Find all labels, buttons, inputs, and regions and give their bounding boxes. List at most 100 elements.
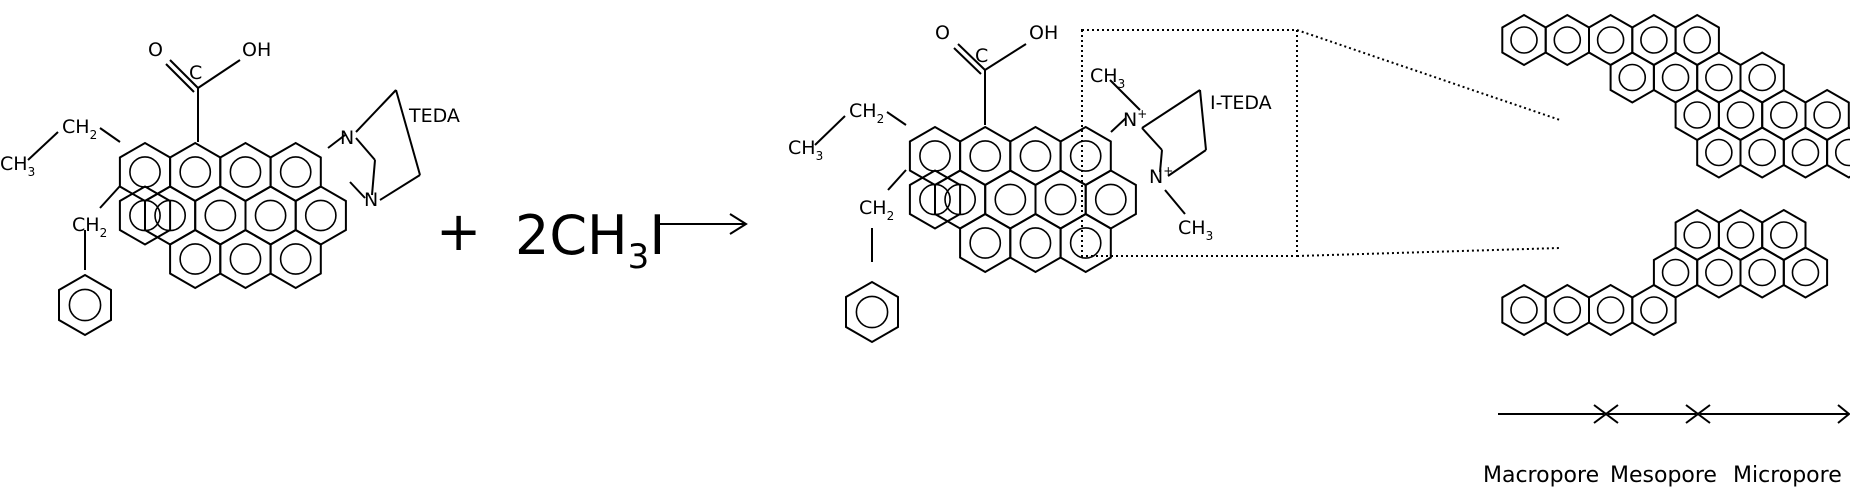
iteda-bond-5 (1159, 149, 1163, 173)
reactant-ch3: CH3 (0, 153, 35, 179)
reactant-n-bond-2 (349, 181, 366, 199)
aromatic-circle (1748, 258, 1776, 287)
aromatic-circle (1748, 138, 1776, 167)
product-co-double-2 (953, 47, 982, 75)
micropore-label: Micropore (1733, 463, 1842, 488)
reaction-arrow-head (729, 213, 748, 235)
aromatic-circle (1791, 138, 1820, 167)
product-carboxyl-c: C (975, 45, 988, 67)
pore-labels: Macropore Mesopore Micropore (1483, 463, 1842, 488)
aromatic-circle (229, 156, 262, 188)
aromatic-circle (1510, 26, 1538, 54)
aromatic-circle (304, 199, 337, 232)
teda-label: TEDA (408, 105, 460, 127)
aromatic-circle (179, 243, 212, 275)
aromatic-circle (1705, 63, 1733, 92)
hexagon-ring (118, 141, 172, 203)
aromatic-circle (179, 156, 212, 188)
aromatic-circle (994, 183, 1027, 216)
product-ch2-bottom-bond (887, 169, 907, 191)
hexagon-ring (169, 228, 222, 290)
reactant-ch2-bottom-bond (99, 185, 121, 209)
product-labels: O C OH CH2 CH3 CH2 N+ N+ CH3 CH3 I-TEDA (788, 22, 1272, 243)
hexagon-ring (959, 212, 1012, 274)
reactant-n-top: N (340, 127, 354, 149)
aromatic-circle (279, 243, 312, 275)
hexagon-ring (984, 169, 1037, 230)
aromatic-circle (1069, 140, 1102, 172)
aromatic-circle (1770, 101, 1798, 129)
product-carbonyl-o: O (935, 22, 950, 44)
product-ch2-top: CH2 (849, 100, 884, 126)
teda-bond-2 (395, 89, 421, 176)
graphene-ring (1739, 246, 1785, 299)
aromatic-circle (204, 199, 237, 232)
hexagon-ring (244, 185, 297, 246)
hexagon-ring (194, 185, 247, 246)
aromatic-circle (919, 140, 951, 172)
graphene-ring (1717, 88, 1764, 142)
aromatic-circle (1770, 221, 1798, 249)
aromatic-circle (969, 227, 1002, 259)
bond-lines (27, 43, 1207, 270)
reactant-ch2-top: CH2 (62, 116, 97, 142)
aromatic-circle (129, 199, 161, 232)
aromatic-circle (1683, 221, 1712, 249)
reactant-benzene-ring (58, 273, 112, 337)
aromatic-circle (1661, 258, 1690, 287)
aromatic-circle (1705, 258, 1733, 287)
aromatic-circle (1726, 221, 1755, 249)
product-methyl-top: CH3 (1090, 65, 1125, 91)
aromatic-circle (1044, 183, 1077, 216)
hexagon-ring (908, 169, 962, 230)
graphene-ring (1804, 88, 1850, 142)
hexagon-ring (219, 141, 272, 203)
aromatic-circle (1019, 227, 1052, 259)
reactant-coh-bond (197, 59, 241, 89)
reactant-ch2-bottom: CH2 (72, 214, 107, 240)
macropore-label: Macropore (1483, 463, 1599, 488)
hexagon-ring (1084, 169, 1137, 230)
aromatic-circle (969, 140, 1002, 172)
graphene-ring (1674, 88, 1720, 142)
hexagon-ring (1059, 125, 1112, 187)
aromatic-circle (279, 156, 312, 188)
zoom-line-top (1296, 29, 1561, 121)
zoom-line-bottom (1296, 247, 1561, 257)
aromatic-circle (1596, 296, 1625, 324)
hexagon-ring (169, 141, 222, 203)
hexagon-ring (219, 228, 272, 290)
hexagon-ring (1009, 125, 1062, 187)
graphene-ring (1631, 13, 1677, 67)
iteda-bond-1 (1141, 89, 1201, 129)
aromatic-circle (1683, 26, 1712, 54)
aromatic-circle (129, 156, 161, 188)
aromatic-circle (919, 183, 951, 216)
aromatic-circle (1834, 138, 1850, 167)
mesopore-label: Mesopore (1610, 463, 1717, 488)
graphene-ring (1652, 51, 1699, 104)
teda-bond-4 (355, 137, 376, 161)
product-methyl-bottom: CH3 (1178, 217, 1213, 243)
aromatic-circle (1661, 63, 1690, 92)
iteda-label: I-TEDA (1210, 92, 1272, 114)
aromatic-circle (1094, 183, 1127, 216)
hexagon-ring (294, 185, 347, 246)
aromatic-circle (1553, 296, 1582, 324)
pore-scale (1498, 404, 1850, 424)
product-n-bond (1110, 117, 1127, 133)
aromatic-circle (1596, 26, 1625, 54)
graphene-ring (1501, 283, 1547, 337)
product-co-double (957, 43, 986, 71)
hexagon-ring (1034, 169, 1087, 230)
graphene-ring (1739, 51, 1785, 104)
product-benzene-ring (845, 280, 899, 344)
aromatic-circle (1791, 258, 1820, 287)
product-ch2-bottom: CH2 (859, 197, 894, 223)
graphene-ring (1544, 13, 1590, 67)
aromatic-circle (1705, 138, 1733, 167)
product-hydroxyl: OH (1029, 22, 1058, 44)
teda-bond-1 (355, 89, 397, 133)
reactant-co-double-2 (165, 63, 195, 93)
